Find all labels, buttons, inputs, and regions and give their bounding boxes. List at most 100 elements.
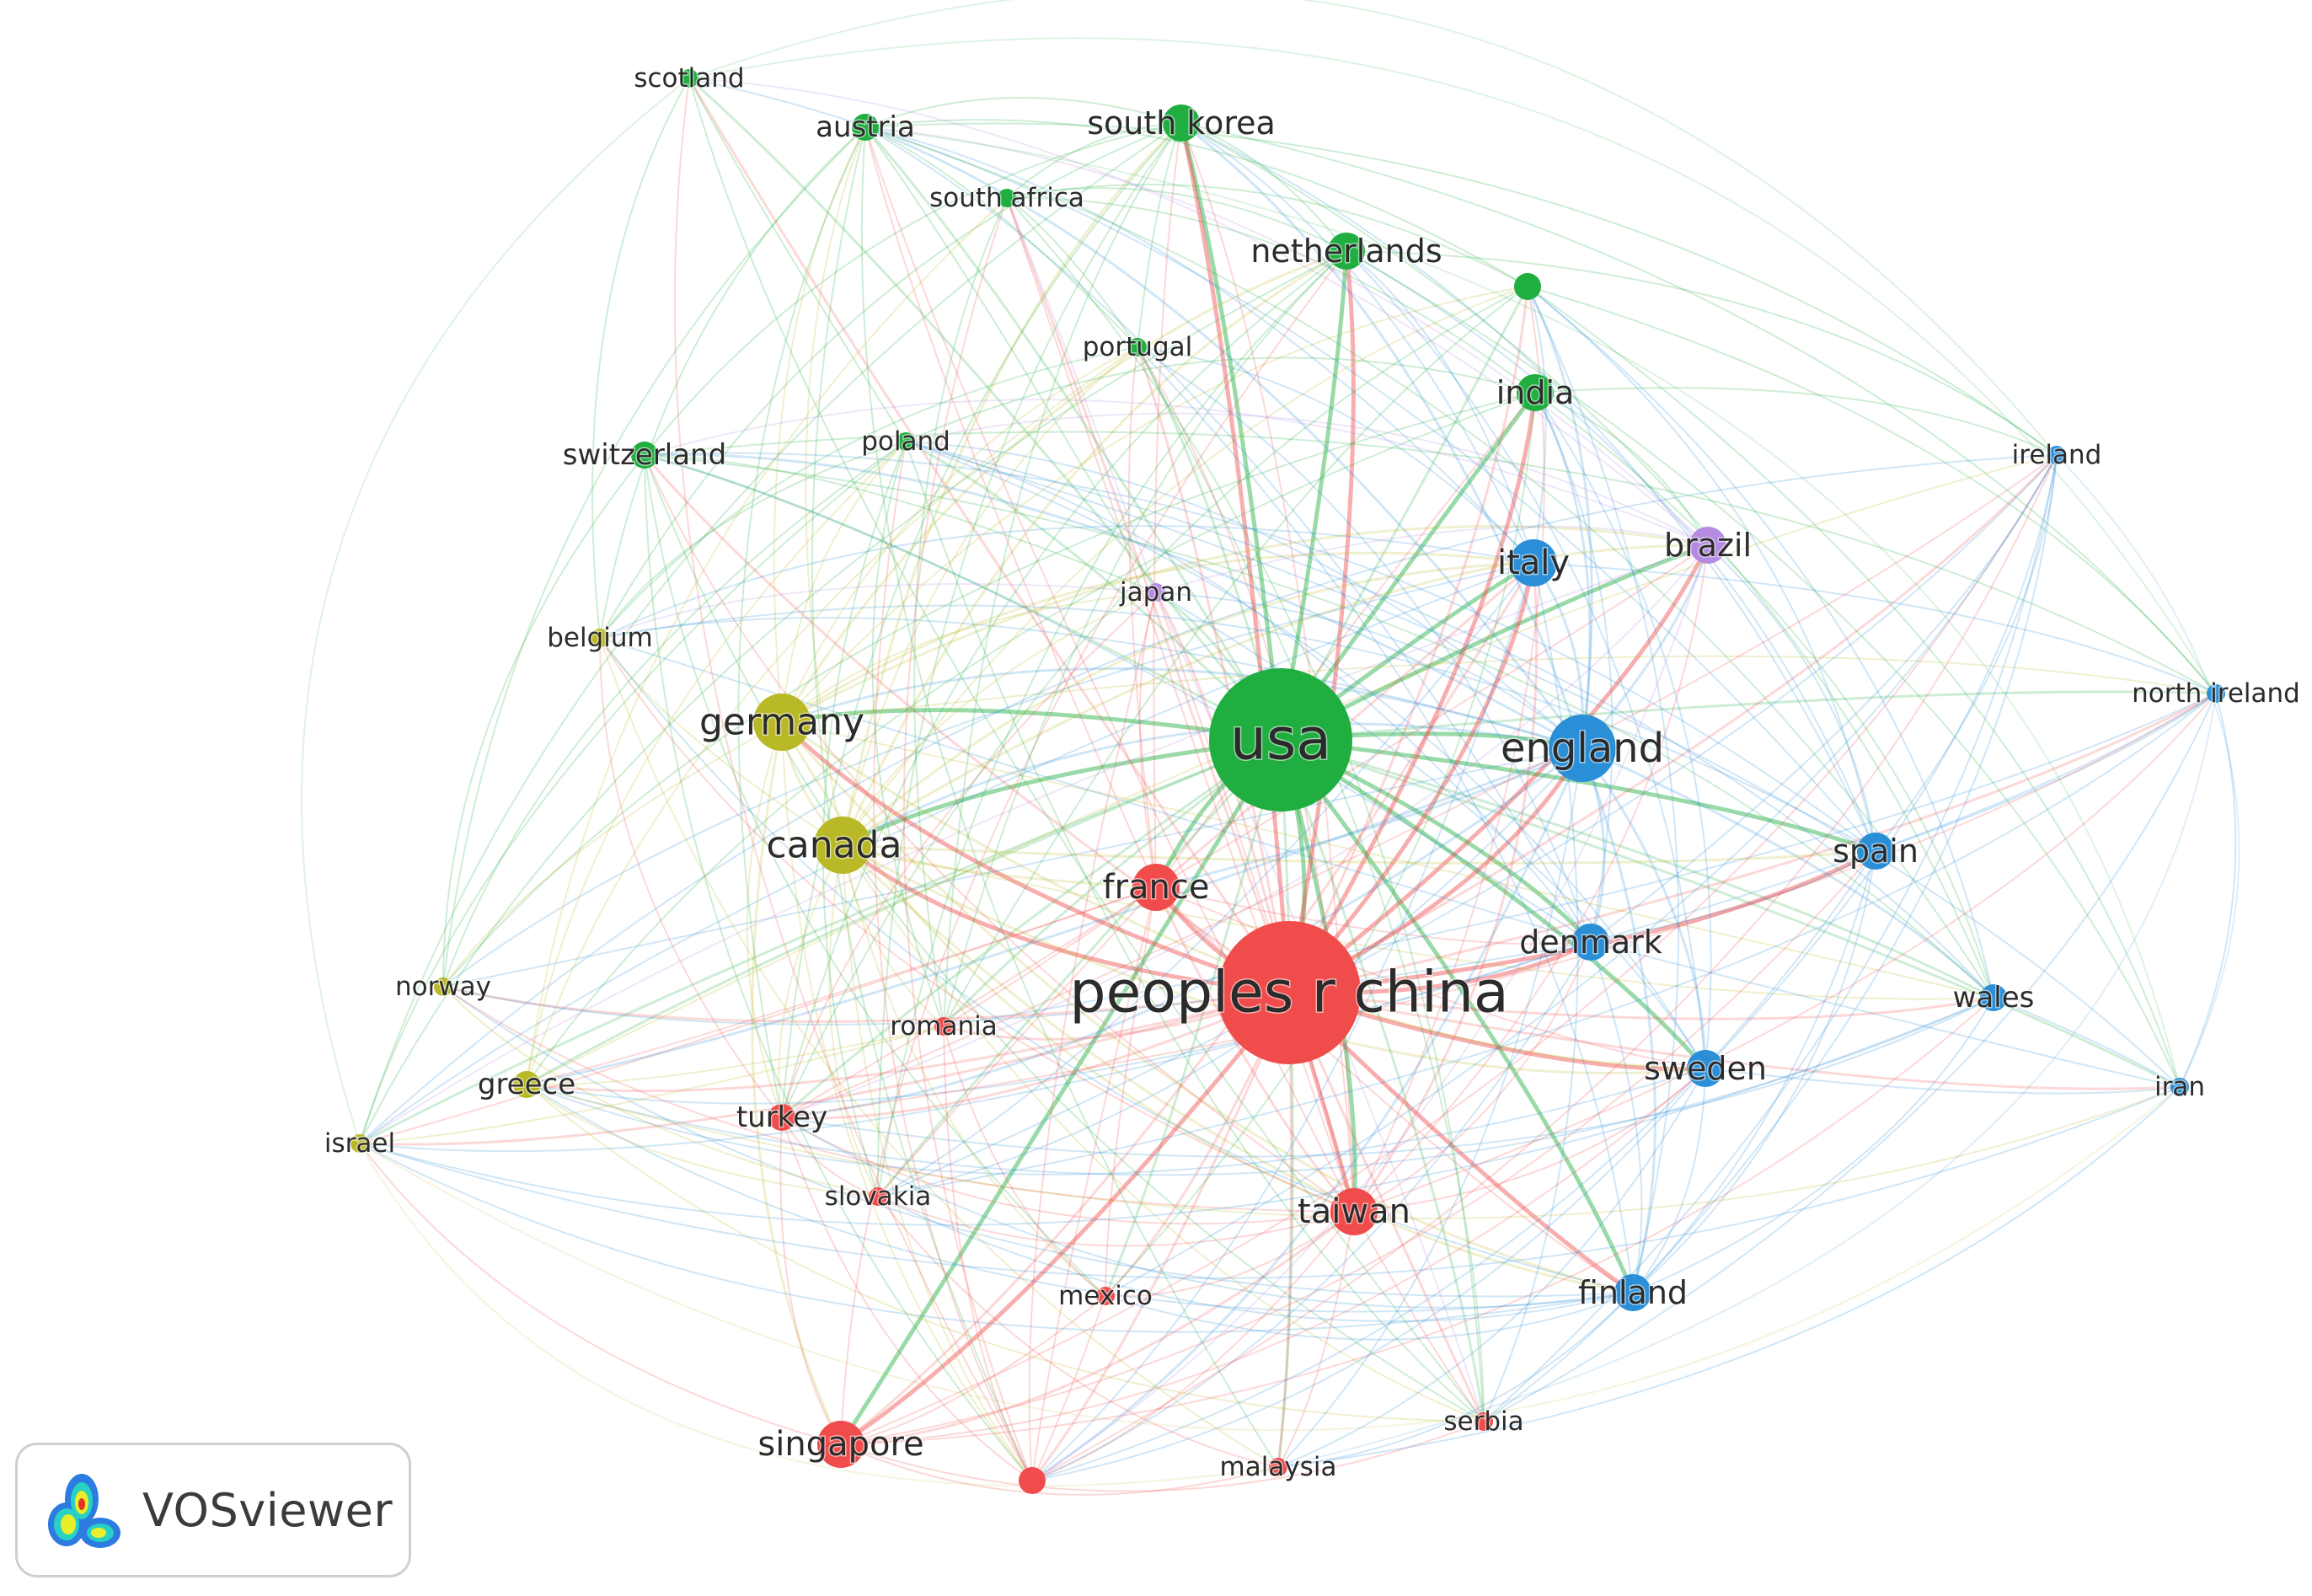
node-southafrica[interactable] xyxy=(998,189,1016,207)
node-turkey[interactable] xyxy=(768,1104,795,1131)
node-sweden[interactable] xyxy=(1687,1050,1724,1087)
node-finland[interactable] xyxy=(1614,1274,1651,1311)
node-brazil[interactable] xyxy=(1689,527,1726,564)
label-denmark: denmark xyxy=(1519,924,1662,961)
node-romania[interactable] xyxy=(934,1017,953,1036)
node-slovakia[interactable] xyxy=(869,1187,887,1206)
network-link xyxy=(644,454,1485,1422)
network-link xyxy=(1031,1068,1706,1481)
node-denmark[interactable] xyxy=(1572,924,1609,961)
node-england[interactable] xyxy=(1549,715,1616,782)
network-link xyxy=(526,454,2058,1085)
node-germany[interactable] xyxy=(753,694,811,751)
network-link xyxy=(781,524,1709,724)
network-link xyxy=(644,452,1876,852)
network-link xyxy=(781,286,1528,723)
network-link xyxy=(943,250,1347,1027)
network-link xyxy=(599,616,1583,749)
network-link xyxy=(840,1443,1279,1496)
node-ireland[interactable] xyxy=(2047,446,2066,464)
node-poland[interactable] xyxy=(896,432,915,451)
network-link xyxy=(864,126,1709,546)
network-link xyxy=(442,985,1290,1023)
network-link xyxy=(1353,941,1592,1213)
node-switzerland[interactable] xyxy=(631,442,658,469)
network-link xyxy=(1279,543,1709,742)
node-unlabeled_red[interactable] xyxy=(1019,1467,1046,1494)
network-link xyxy=(1527,286,1680,1293)
network-link xyxy=(644,454,1157,593)
network-link xyxy=(1280,737,1876,854)
label-turkey: turkey xyxy=(736,1101,827,1134)
network-link xyxy=(877,250,1347,1197)
node-france[interactable] xyxy=(1132,864,1180,911)
network-link xyxy=(1179,122,1292,993)
network-link xyxy=(943,693,2217,1027)
network-link xyxy=(864,126,1138,348)
network-link xyxy=(842,722,1583,847)
node-netherlands[interactable] xyxy=(1328,233,1365,270)
node-iran[interactable] xyxy=(2170,1078,2189,1096)
node-southkorea[interactable] xyxy=(1163,104,1200,142)
node-northireland[interactable] xyxy=(2207,684,2225,703)
network-link xyxy=(359,1086,2181,1432)
node-unlabeled_green[interactable] xyxy=(1514,273,1541,300)
network-link xyxy=(905,441,1592,943)
node-serbia[interactable] xyxy=(1474,1412,1493,1431)
network-link xyxy=(905,441,1583,749)
node-portugal[interactable] xyxy=(1128,338,1147,356)
network-link xyxy=(877,1196,1355,1247)
label-japan: japan xyxy=(1119,577,1192,608)
network-link xyxy=(1105,886,1157,1297)
network-link xyxy=(1279,739,1485,1422)
network-link xyxy=(1031,544,1709,1481)
label-norway: norway xyxy=(395,972,491,1002)
network-nodes xyxy=(351,69,2225,1494)
network-link xyxy=(905,441,1485,1422)
node-india[interactable] xyxy=(1517,374,1554,411)
network-link xyxy=(526,738,1282,1086)
network-link xyxy=(1277,1292,1634,1468)
network-link xyxy=(905,441,1706,1069)
network-link xyxy=(644,454,1592,943)
node-italy[interactable] xyxy=(1510,539,1557,586)
node-norway[interactable] xyxy=(434,977,452,996)
node-spain[interactable] xyxy=(1857,833,1894,870)
node-belgium[interactable] xyxy=(591,629,609,647)
network-link xyxy=(1031,1211,1355,1481)
network-link xyxy=(842,286,1528,846)
network-link xyxy=(1288,990,1706,1072)
node-scotland[interactable] xyxy=(680,69,698,88)
node-israel[interactable] xyxy=(351,1134,369,1153)
node-malaysia[interactable] xyxy=(1269,1458,1287,1476)
network-link xyxy=(1277,1211,1355,1468)
network-link xyxy=(781,1117,879,1197)
node-singapore[interactable] xyxy=(817,1421,864,1468)
network-link xyxy=(1136,346,1291,993)
network-link xyxy=(1707,544,1876,852)
node-canada[interactable] xyxy=(814,817,871,874)
node-mexico[interactable] xyxy=(1096,1287,1115,1305)
network-link xyxy=(1155,886,1592,945)
node-taiwan[interactable] xyxy=(1330,1188,1378,1235)
vosviewer-brand-badge: VOSviewer xyxy=(15,1443,411,1577)
label-romania: romania xyxy=(890,1011,997,1042)
network-link xyxy=(1031,454,2058,1481)
node-austria[interactable] xyxy=(852,114,879,141)
label-scotland: scotland xyxy=(634,63,744,94)
network-link xyxy=(1137,122,1182,348)
network-link xyxy=(688,78,907,442)
node-japan[interactable] xyxy=(1147,583,1165,602)
node-china[interactable] xyxy=(1218,921,1361,1064)
node-greece[interactable] xyxy=(513,1071,540,1098)
network-link xyxy=(1590,941,1643,1293)
label-iran: iran xyxy=(2154,1072,2205,1102)
network-link xyxy=(905,441,1994,999)
network-link xyxy=(1006,122,1182,199)
label-brazil: brazil xyxy=(1664,527,1752,564)
node-usa[interactable] xyxy=(1209,668,1352,811)
label-england: england xyxy=(1501,725,1664,772)
network-link xyxy=(781,592,1157,723)
node-wales[interactable] xyxy=(1980,984,2007,1011)
network-link xyxy=(781,122,1182,1118)
